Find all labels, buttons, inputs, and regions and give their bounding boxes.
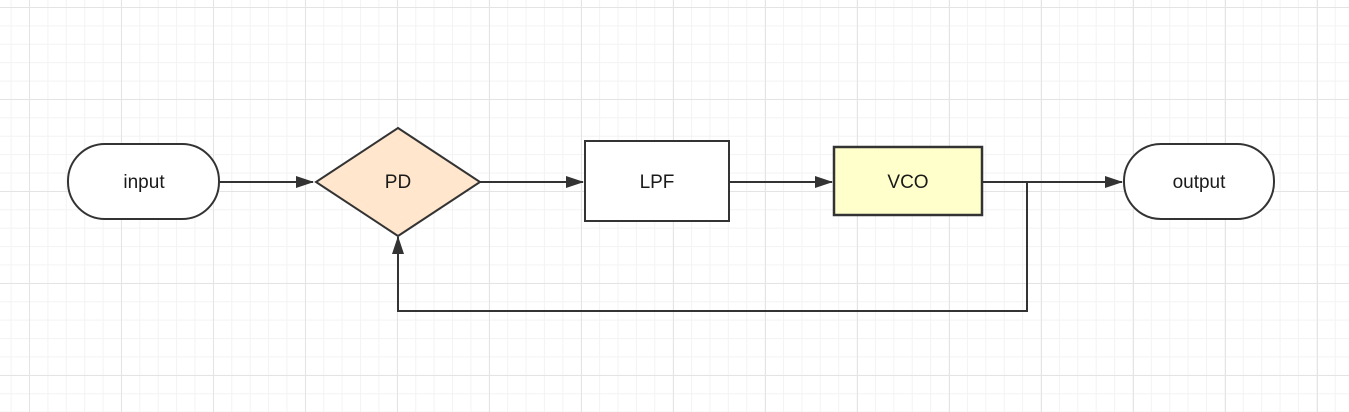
node-input-shape[interactable] — [67, 143, 220, 220]
edge-feedback-vco-to-pd[interactable] — [392, 182, 1028, 312]
edges — [219, 176, 1123, 312]
node-lpf-shape[interactable] — [584, 140, 730, 222]
node-vco-label: VCO — [887, 172, 928, 193]
node-output[interactable]: output — [1123, 143, 1275, 220]
node-pd-shape[interactable] — [314, 126, 482, 238]
node-input[interactable]: input — [67, 143, 220, 220]
node-vco-shape[interactable] — [832, 145, 984, 217]
node-output-shape[interactable] — [1123, 143, 1275, 220]
node-input-label: input — [123, 172, 165, 193]
node-vco[interactable]: VCO — [832, 145, 984, 217]
node-pd-label: PD — [385, 172, 411, 193]
node-lpf[interactable]: LPF — [584, 140, 730, 222]
node-lpf-label: LPF — [640, 172, 675, 193]
node-pd[interactable]: PD — [314, 126, 482, 238]
node-output-label: output — [1173, 172, 1227, 193]
